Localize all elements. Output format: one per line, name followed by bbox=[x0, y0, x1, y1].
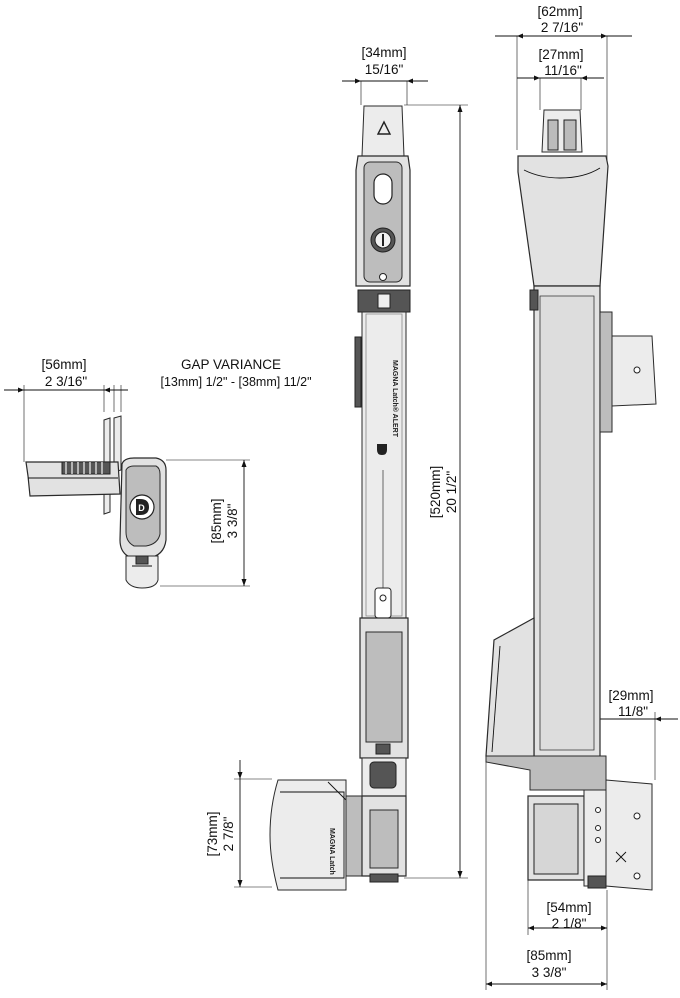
keeper-height-mm: [73mm] bbox=[205, 811, 220, 856]
left-depth-inch: 2 3/16" bbox=[45, 374, 88, 389]
dim-top-width: [62mm] 2 7/16" bbox=[495, 4, 632, 160]
dim-total-length: [520mm] 20 1/2" bbox=[404, 104, 468, 879]
left-height-inch: 3 3/8" bbox=[225, 503, 240, 538]
bottom-inner-inch: 2 1/8" bbox=[552, 916, 587, 931]
dim-bottom-outer: [85mm] 3 3/8" bbox=[485, 760, 608, 990]
left-height-mm: [85mm] bbox=[209, 498, 224, 543]
right-offset-mm: [29mm] bbox=[608, 688, 653, 703]
right-offset-inch: 11/8" bbox=[618, 704, 648, 719]
side-view-tall bbox=[485, 109, 657, 891]
bar-width-mm: [34mm] bbox=[361, 45, 406, 60]
dim-left-depth: [56mm] 2 3/16" bbox=[4, 357, 128, 462]
dim-keeper-height: [73mm] 2 7/8" bbox=[205, 760, 272, 888]
dim-bottom-inner: [54mm] 2 1/8" bbox=[527, 880, 608, 935]
top-width-inch: 2 7/16" bbox=[541, 20, 584, 35]
side-logo: D bbox=[138, 503, 145, 513]
bottom-outer-mm: [85mm] bbox=[526, 948, 571, 963]
bar-width-inch: 15/16" bbox=[365, 62, 404, 77]
top-width-mm: [62mm] bbox=[537, 4, 582, 19]
dim-key-width: [27mm] 11/16" bbox=[517, 47, 604, 110]
dim-left-height: [85mm] 3 3/8" bbox=[160, 459, 250, 587]
dim-gap-variance: GAP VARIANCE [13mm] 1/2" - [38mm] 11/2" bbox=[113, 357, 312, 412]
bottom-inner-mm: [54mm] bbox=[546, 900, 591, 915]
dim-bar-width: [34mm] 15/16" bbox=[342, 45, 428, 105]
front-view-bar: MAGNA Latch® ALERT MAGNA Latch bbox=[269, 105, 411, 891]
left-depth-mm: [56mm] bbox=[41, 357, 86, 372]
key-width-inch: 11/16" bbox=[544, 63, 582, 78]
bar-brand-label: MAGNA Latch® ALERT bbox=[391, 360, 399, 438]
keeper-brand-label: MAGNA Latch bbox=[328, 828, 335, 875]
key-width-mm: [27mm] bbox=[538, 47, 583, 62]
keeper-height-inch: 2 7/8" bbox=[221, 816, 236, 851]
side-view-small: D bbox=[25, 415, 167, 589]
gap-variance-label: GAP VARIANCE bbox=[181, 357, 281, 372]
bottom-outer-inch: 3 3/8" bbox=[532, 965, 567, 980]
gap-variance-value: [13mm] 1/2" - [38mm] 11/2" bbox=[160, 375, 311, 389]
total-length-inch: 20 1/2" bbox=[444, 471, 459, 514]
total-length-mm: [520mm] bbox=[428, 466, 443, 519]
